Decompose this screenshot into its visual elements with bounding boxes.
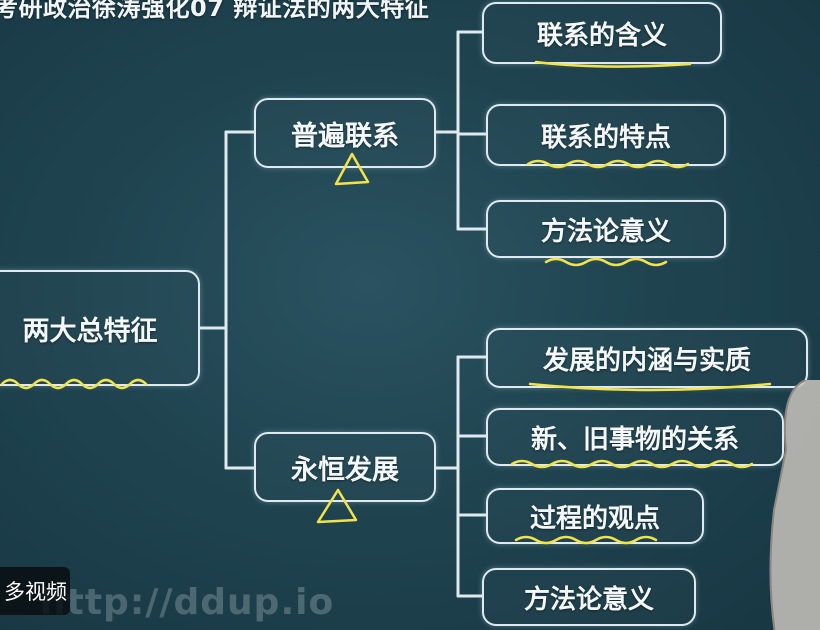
node-leaf-label: 新、旧事物的关系 — [530, 424, 739, 455]
node-leaf-label: 过程的观点 — [529, 503, 660, 534]
presenter-silhouette — [769, 380, 820, 630]
node-branch-eternal-development: 永恒发展 — [254, 432, 436, 502]
node-leaf-label: 联系的特点 — [540, 122, 671, 153]
annotation-underline — [534, 60, 692, 68]
node-leaf: 联系的含义 — [482, 2, 722, 64]
annotation-underline — [526, 159, 690, 169]
watermark: http://ddup.io — [40, 582, 335, 623]
more-videos-badge[interactable]: 多视频 — [0, 567, 70, 615]
node-branch-label: 永恒发展 — [291, 454, 399, 486]
annotation-underline — [0, 378, 148, 390]
node-root: 两大总特征 — [0, 270, 200, 386]
annotation-triangle — [316, 488, 358, 524]
video-title: 考研政治徐涛强化07 辩证法的两大特征 — [0, 0, 430, 22]
node-root-label: 两大总特征 — [22, 315, 158, 347]
annotation-triangle — [334, 152, 370, 186]
node-leaf-label: 联系的含义 — [536, 20, 667, 51]
node-leaf-label: 发展的内涵与实质 — [542, 345, 751, 376]
annotation-underline — [544, 257, 668, 267]
node-leaf: 方法论意义 — [486, 200, 726, 258]
node-leaf: 发展的内涵与实质 — [486, 328, 808, 388]
node-leaf: 方法论意义 — [482, 568, 696, 626]
node-branch-label: 普遍联系 — [291, 120, 399, 152]
annotation-underline — [514, 535, 658, 545]
node-leaf: 新、旧事物的关系 — [486, 408, 784, 466]
annotation-underline — [510, 459, 754, 469]
more-videos-label: 多视频 — [4, 580, 67, 604]
node-leaf: 过程的观点 — [486, 488, 704, 544]
node-leaf-label: 方法论意义 — [523, 584, 654, 615]
node-leaf-label: 方法论意义 — [540, 216, 671, 247]
annotation-underline — [528, 382, 772, 392]
